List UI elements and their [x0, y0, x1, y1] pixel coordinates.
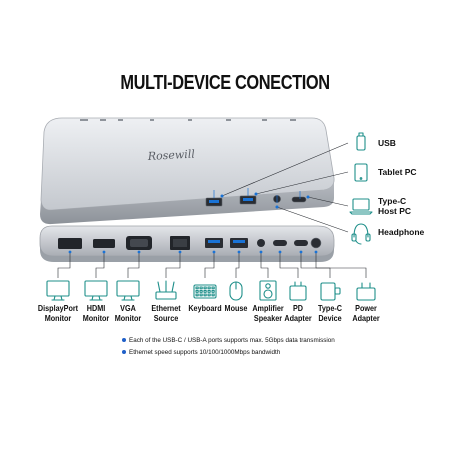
bottom-label-typec-device: Type-C Device [318, 303, 342, 323]
connector-line [220, 142, 349, 198]
connector-line [95, 250, 106, 278]
dc-power-jack [310, 237, 322, 249]
headset-icon [351, 223, 371, 245]
bullet-dot-icon [122, 338, 126, 343]
bottom-label-hdmi: HDMI Monitor [82, 303, 110, 323]
usb-c-port [291, 196, 307, 203]
right-label-tablet: Tablet PC [378, 167, 417, 177]
connector-line [204, 250, 216, 278]
connector-line [235, 250, 241, 278]
power-adapter-icon [289, 281, 307, 301]
mouse-icon [229, 281, 243, 301]
displayport-port [58, 238, 82, 249]
usb-c-port [294, 240, 308, 246]
brand-logo: Rosewill [146, 148, 195, 164]
spec-note: Ethernet speed supports 10/100/1000Mbps … [122, 349, 280, 356]
connector-line [275, 205, 349, 233]
router-icon [155, 280, 177, 300]
usb-c-pd-port [273, 240, 287, 246]
connector-line [254, 171, 349, 196]
connector-line [306, 195, 349, 207]
bullet-dot-icon [122, 350, 126, 355]
speaker-icon [259, 280, 277, 301]
bottom-label-ethernet: Ethernet Source [151, 303, 181, 323]
tablet-icon [354, 163, 368, 182]
bottom-label-displayport: DisplayPort Monitor [37, 303, 79, 323]
usb-c-device-icon [320, 282, 341, 301]
connector-line [278, 250, 299, 278]
monitor-icon [84, 280, 108, 301]
connector-line [259, 250, 269, 278]
laptop-icon [349, 198, 373, 215]
bottom-label-pd: PD Adapter [284, 303, 312, 323]
right-label-headphone: Headphone [378, 227, 425, 237]
monitor-icon [116, 280, 140, 301]
bottom-label-vga: VGA Monitor [114, 303, 142, 323]
bottom-label-mouse: Mouse [224, 303, 248, 313]
spec-note-text: Ethernet speed supports 10/100/1000Mbps … [129, 349, 281, 356]
usb-stick-icon [356, 132, 366, 151]
connector-line [314, 250, 367, 278]
connector-line [57, 250, 72, 278]
spec-note: Each of the USB-C / USB-A ports supports… [122, 337, 335, 344]
monitor-icon [46, 280, 70, 301]
connector-line [299, 250, 331, 278]
audio-jack [257, 239, 265, 247]
connector-line [165, 250, 182, 278]
hdmi-port [93, 239, 115, 248]
right-label-usb: USB [378, 138, 396, 148]
keyboard-icon [193, 284, 217, 299]
connector-line [127, 250, 141, 278]
right-label-typec-host: Type-C Host PC [378, 196, 412, 216]
dock-top-unit [40, 117, 335, 225]
spec-note-text: Each of the USB-C / USB-A ports supports… [129, 337, 335, 344]
dock-rear-unit [39, 225, 335, 262]
power-plug-icon [356, 282, 376, 301]
bottom-label-keyboard: Keyboard [188, 303, 222, 313]
bottom-label-power: Power Adapter [352, 303, 380, 323]
page-title: MULTI-DEVICE CONECTION [120, 72, 330, 94]
bottom-label-amplifier: Amplifier Speaker [252, 303, 284, 323]
